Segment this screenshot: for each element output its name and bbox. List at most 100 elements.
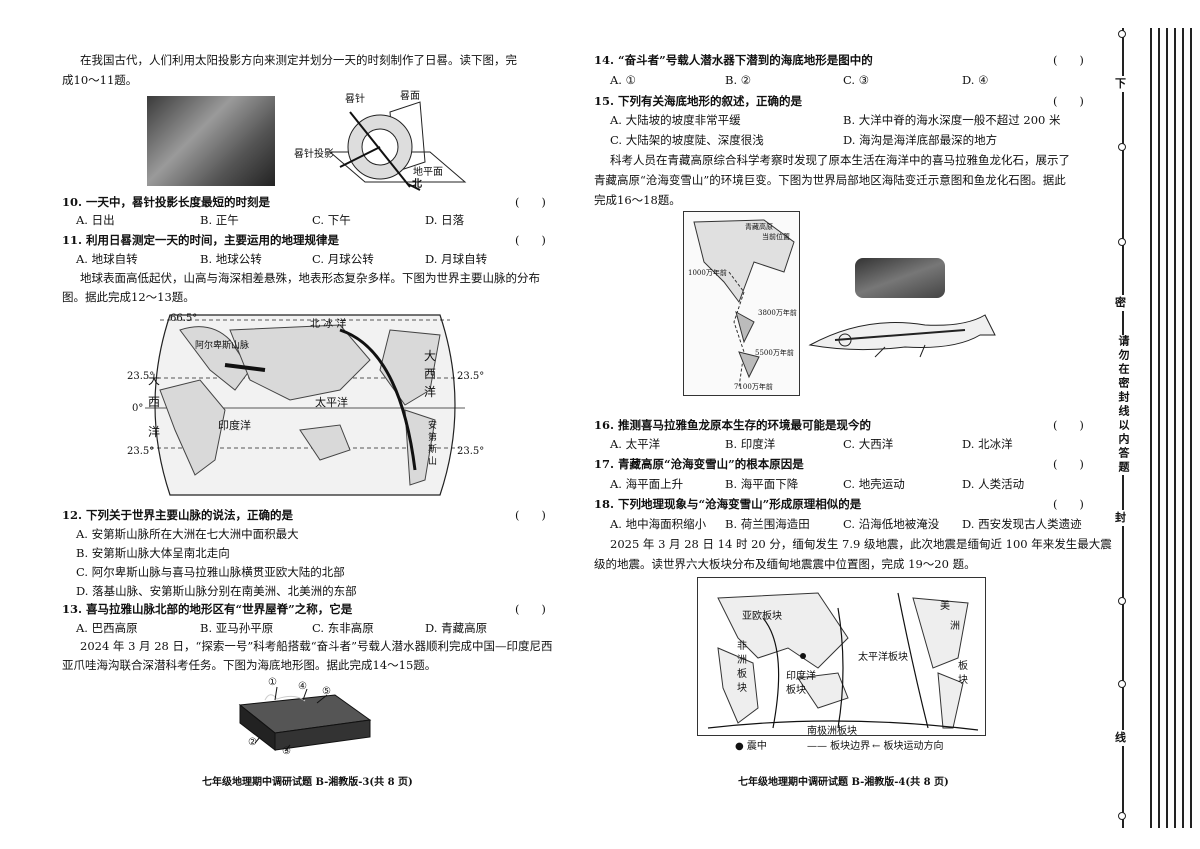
q13-answer-paren[interactable]: ( ) bbox=[515, 602, 546, 616]
q11-answer-paren[interactable]: ( ) bbox=[515, 233, 546, 247]
q15-option-c[interactable]: C. 大陆架的坡度陡、深度很浅 bbox=[610, 133, 764, 147]
binding-hole-6 bbox=[1118, 597, 1126, 605]
q10-option-c[interactable]: C. 下午 bbox=[312, 213, 351, 227]
q18-answer-paren[interactable]: ( ) bbox=[1053, 497, 1084, 511]
intro-fossil-line2: 青藏高原“沧海变雪山”的环境巨变。下图为世界局部地区海陆变迁示意图和鱼龙化石图。… bbox=[594, 173, 1066, 187]
map-alps-label: 阿尔卑斯山脉 bbox=[195, 341, 250, 351]
q11-option-a[interactable]: A. 地球自转 bbox=[76, 252, 138, 266]
continental-drift-map bbox=[683, 211, 800, 396]
q13-option-b[interactable]: B. 亚马孙平原 bbox=[200, 621, 274, 635]
map-lat-235s-right: 23.5° bbox=[457, 446, 485, 457]
world-mountain-map bbox=[140, 310, 470, 500]
seafloor-diagram bbox=[238, 686, 372, 752]
seafloor-mark-2: ② bbox=[248, 737, 257, 748]
map-atlantic-w3: 洋 bbox=[148, 425, 161, 439]
drift-label-now: 当前位置 bbox=[762, 233, 790, 241]
binding-hole-7 bbox=[1118, 680, 1126, 688]
intro-sundial-line2: 成10～11题。 bbox=[62, 73, 138, 87]
map-lat-235n-right: 23.5° bbox=[457, 371, 485, 382]
q12-answer-paren[interactable]: ( ) bbox=[515, 508, 546, 522]
q17-answer-paren[interactable]: ( ) bbox=[1053, 457, 1084, 471]
q11-option-d[interactable]: D. 月球自转 bbox=[425, 252, 488, 266]
intro-fossil-line1: 科考人员在青藏高原综合科学考察时发现了原本生活在海洋中的喜马拉雅鱼龙化石，展示了 bbox=[610, 153, 1070, 167]
drift-label-55m: 5500万年前 bbox=[755, 349, 794, 357]
map-atlantic-3: 洋 bbox=[424, 385, 437, 399]
q18-option-d[interactable]: D. 西安发现古人类遗迹 bbox=[962, 517, 1082, 531]
seafloor-mark-4: ④ bbox=[298, 681, 307, 692]
q10-stem: 10. 一天中，晷针投影长度最短的时刻是 bbox=[62, 195, 271, 209]
binding-hole-3 bbox=[1118, 238, 1126, 246]
q13-stem: 13. 喜马拉雅山脉北部的地形区有“世界屋脊”之称，它是 bbox=[62, 602, 353, 616]
q17-option-d[interactable]: D. 人类活动 bbox=[962, 477, 1025, 491]
q14-option-d[interactable]: D. ④ bbox=[962, 73, 989, 87]
map-andes-1: 安 bbox=[428, 421, 438, 431]
q18-option-b[interactable]: B. 荷兰围海造田 bbox=[725, 517, 810, 531]
q17-option-a[interactable]: A. 海平面上升 bbox=[610, 477, 684, 491]
q13-option-a[interactable]: A. 巴西高原 bbox=[76, 621, 138, 635]
q17-stem: 17. 青藏高原“沧海变雪山”的根本原因是 bbox=[594, 457, 804, 471]
binding-hole-8 bbox=[1118, 812, 1126, 820]
sundial-photo bbox=[147, 96, 275, 186]
q17-option-b[interactable]: B. 海平面下降 bbox=[725, 477, 799, 491]
q16-answer-paren[interactable]: ( ) bbox=[1053, 418, 1084, 432]
binding-char-xian: 线 bbox=[1115, 730, 1126, 746]
q14-option-c[interactable]: C. ③ bbox=[843, 73, 870, 87]
binding-margin: 下 密 封 线 请勿在密封线以内答题 bbox=[1105, 0, 1200, 849]
map-atlantic-w2: 西 bbox=[148, 395, 161, 409]
q18-option-a[interactable]: A. 地中海面积缩小 bbox=[610, 517, 707, 531]
map-atlantic-1: 大 bbox=[424, 349, 437, 363]
q15-option-d[interactable]: D. 海沟是海洋底部最深的地方 bbox=[843, 133, 998, 147]
map-arctic-ocean: 北 冰 洋 bbox=[310, 319, 347, 330]
q15-answer-paren[interactable]: ( ) bbox=[1053, 94, 1084, 108]
binding-char-feng: 封 bbox=[1115, 510, 1126, 526]
map-lat-665: 66.5° bbox=[170, 313, 198, 324]
q14-answer-paren[interactable]: ( ) bbox=[1053, 53, 1084, 67]
q18-stem: 18. 下列地理现象与“沧海变雪山”形成原理相似的是 bbox=[594, 497, 862, 511]
q13-option-c[interactable]: C. 东非高原 bbox=[312, 621, 374, 635]
seafloor-mark-5: ⑤ bbox=[322, 686, 331, 697]
plate-label-african-4: 块 bbox=[737, 683, 747, 694]
label-dial: 晷面 bbox=[400, 91, 420, 102]
right-footer: 七年级地理期中调研试题 B-湘教版-4(共 8 页) bbox=[738, 777, 949, 788]
plate-label-indian-1: 印度洋 bbox=[786, 671, 816, 682]
ichthyosaur-skeleton bbox=[808, 314, 996, 358]
q17-option-c[interactable]: C. 地壳运动 bbox=[843, 477, 905, 491]
q14-option-b[interactable]: B. ② bbox=[725, 73, 752, 87]
q15-option-a[interactable]: A. 大陆坡的坡度非常平缓 bbox=[610, 113, 741, 127]
label-gnomon: 晷针 bbox=[345, 94, 365, 105]
q11-stem: 11. 利用日晷测定一天的时间，主要运用的地理规律是 bbox=[62, 233, 340, 247]
q12-option-c[interactable]: C. 阿尔卑斯山脉与喜马拉雅山脉横贯亚欧大陆的北部 bbox=[76, 565, 345, 579]
map-andes-2: 第 bbox=[428, 433, 438, 443]
plate-label-americas-3: 板 bbox=[958, 661, 968, 672]
q10-option-d[interactable]: D. 日落 bbox=[425, 213, 465, 227]
binding-char-mi: 密 bbox=[1115, 295, 1126, 311]
q12-option-a[interactable]: A. 安第斯山脉所在大洲在七大洲中面积最大 bbox=[76, 527, 299, 541]
q10-answer-paren[interactable]: ( ) bbox=[515, 195, 546, 209]
map-andes-4: 山 bbox=[428, 457, 438, 467]
q18-option-c[interactable]: C. 沿海低地被淹没 bbox=[843, 517, 940, 531]
q10-option-b[interactable]: B. 正午 bbox=[200, 213, 239, 227]
map-lat-235n: 23.5° bbox=[127, 371, 155, 382]
q11-option-b[interactable]: B. 地球公转 bbox=[200, 252, 262, 266]
q13-option-d[interactable]: D. 青藏高原 bbox=[425, 621, 488, 635]
plate-label-americas-1: 美 bbox=[940, 601, 950, 612]
q16-option-d[interactable]: D. 北冰洋 bbox=[962, 437, 1013, 451]
map-atlantic-2: 西 bbox=[424, 367, 437, 381]
q15-stem: 15. 下列有关海底地形的叙述，正确的是 bbox=[594, 94, 803, 108]
q16-option-c[interactable]: C. 大西洋 bbox=[843, 437, 894, 451]
q10-option-a[interactable]: A. 日出 bbox=[76, 213, 115, 227]
intro-quake-line1: 2025 年 3 月 28 日 14 时 20 分，缅甸发生 7.9 级地震，此… bbox=[610, 537, 1112, 551]
q11-option-c[interactable]: C. 月球公转 bbox=[312, 252, 374, 266]
binding-hole-2 bbox=[1118, 143, 1126, 151]
q15-option-b[interactable]: B. 大洋中脊的海水深度一般不超过 200 米 bbox=[843, 113, 1061, 127]
q16-option-a[interactable]: A. 太平洋 bbox=[610, 437, 661, 451]
q14-option-a[interactable]: A. ① bbox=[610, 73, 636, 87]
q16-option-b[interactable]: B. 印度洋 bbox=[725, 437, 776, 451]
seafloor-mark-1: ① bbox=[268, 677, 277, 688]
q16-stem: 16. 推测喜马拉雅鱼龙原本生存的环境最可能是现今的 bbox=[594, 418, 872, 432]
q12-option-d[interactable]: D. 落基山脉、安第斯山脉分别在南美洲、北美洲的东部 bbox=[76, 584, 357, 598]
q12-option-b[interactable]: B. 安第斯山脉大体呈南北走向 bbox=[76, 546, 230, 560]
sundial-diagram bbox=[328, 101, 467, 191]
drift-label-10m: 1000万年前 bbox=[688, 269, 727, 277]
q12-stem: 12. 下列关于世界主要山脉的说法，正确的是 bbox=[62, 508, 294, 522]
